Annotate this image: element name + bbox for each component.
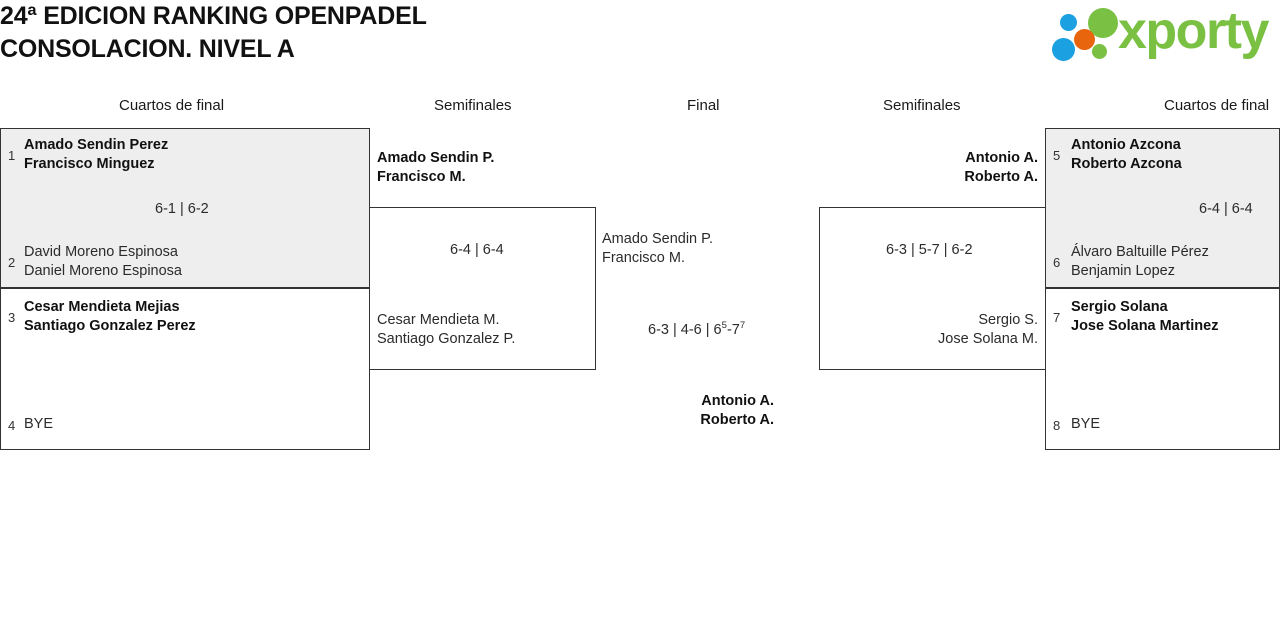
sf-right-bottom-team[interactable]: Sergio S. Jose Solana M.: [838, 311, 1038, 349]
qf1-bottom-player1: David Moreno Espinosa: [24, 244, 178, 260]
qf1-top-team[interactable]: 1 Amado Sendin Perez Francisco Minguez: [8, 136, 168, 174]
qf1-top-player1: Amado Sendin Perez: [24, 137, 169, 153]
match-box-sf-left[interactable]: [369, 207, 596, 370]
qf2-top-names: Cesar Mendieta Mejias Santiago Gonzalez …: [24, 298, 196, 336]
qf1-top-seed: 1: [8, 148, 16, 163]
qf4-bottom-seed: 8: [1053, 418, 1061, 433]
logo-wordmark: xporty: [1118, 2, 1269, 60]
final-bottom-team[interactable]: Antonio A. Roberto A.: [634, 392, 774, 430]
final-top-names: Amado Sendin P. Francisco M.: [602, 230, 713, 268]
qf3-top-seed: 5: [1053, 148, 1061, 163]
sf-left-top-team[interactable]: Amado Sendin P. Francisco M.: [377, 149, 494, 187]
qf2-top-player2: Santiago Gonzalez Perez: [24, 318, 196, 334]
match-box-sf-right[interactable]: [819, 207, 1046, 370]
logo-dot-blue-large: [1052, 38, 1075, 61]
sf-left-top-player2: Francisco M.: [377, 169, 466, 185]
qf1-bottom-player2: Daniel Moreno Espinosa: [24, 263, 182, 279]
round-header-quarterfinals-right: Cuartos de final: [1164, 97, 1270, 114]
logo-dot-green-small: [1092, 44, 1107, 59]
sf-right-top-team[interactable]: Antonio A. Roberto A.: [838, 149, 1038, 187]
final-top-team[interactable]: Amado Sendin P. Francisco M.: [602, 230, 713, 268]
sf-left-bottom-player1: Cesar Mendieta M.: [377, 312, 500, 328]
sf-right-top-player1: Antonio A.: [965, 150, 1038, 166]
qf3-top-team[interactable]: 5 Antonio Azcona Roberto Azcona: [1053, 136, 1182, 174]
qf2-top-team[interactable]: 3 Cesar Mendieta Mejias Santiago Gonzale…: [8, 298, 196, 336]
qf2-bottom-player1: BYE: [24, 416, 54, 432]
qf3-top-player2: Roberto Azcona: [1071, 156, 1182, 172]
qf2-top-seed: 3: [8, 310, 16, 325]
final-bottom-player1: Antonio A.: [701, 393, 774, 409]
qf4-bottom-team[interactable]: 8 BYE: [1053, 415, 1100, 434]
sf-right-top-player2: Roberto A.: [964, 169, 1038, 185]
qf1-top-player2: Francisco Minguez: [24, 156, 155, 172]
qf2-bottom-seed: 4: [8, 418, 16, 433]
qf4-bottom-names: BYE: [1071, 415, 1100, 434]
qf3-top-names: Antonio Azcona Roberto Azcona: [1071, 136, 1182, 174]
round-header-semifinals-left: Semifinales: [434, 97, 512, 114]
match-box-qf1[interactable]: [0, 128, 370, 288]
sf-left-top-player1: Amado Sendin P.: [377, 150, 495, 166]
round-header-semifinals-right: Semifinales: [883, 97, 961, 114]
final-bottom-player2: Roberto A.: [700, 412, 774, 428]
xporty-logo: xporty: [1045, 2, 1277, 64]
qf4-top-team[interactable]: 7 Sergio Solana Jose Solana Martinez: [1053, 298, 1218, 336]
sf-right-top-names: Antonio A. Roberto A.: [838, 149, 1038, 187]
sf-left-top-names: Amado Sendin P. Francisco M.: [377, 149, 494, 187]
qf1-top-names: Amado Sendin Perez Francisco Minguez: [24, 136, 168, 174]
page-title: 24ª EDICION RANKING OPENPADEL CONSOLACIO…: [0, 2, 427, 63]
sf-left-bottom-names: Cesar Mendieta M. Santiago Gonzalez P.: [377, 311, 515, 349]
qf1-bottom-names: David Moreno Espinosa Daniel Moreno Espi…: [24, 243, 182, 281]
qf2-bottom-names: BYE: [24, 415, 53, 434]
sf-left-bottom-player2: Santiago Gonzalez P.: [377, 331, 516, 347]
match-box-qf2[interactable]: [0, 288, 370, 450]
sf-right-score: 6-3 | 5-7 | 6-2: [886, 242, 973, 258]
match-box-qf4[interactable]: [1045, 288, 1280, 450]
qf2-bottom-team[interactable]: 4 BYE: [8, 415, 53, 434]
sf-right-bottom-names: Sergio S. Jose Solana M.: [838, 311, 1038, 349]
final-top-player1: Amado Sendin P.: [602, 231, 713, 247]
sf-right-bottom-player2: Jose Solana M.: [938, 331, 1038, 347]
qf4-top-seed: 7: [1053, 310, 1061, 325]
logo-dots: [1050, 6, 1122, 62]
sf-left-score: 6-4 | 6-4: [450, 242, 504, 258]
qf4-top-player2: Jose Solana Martinez: [1071, 318, 1219, 334]
qf2-top-player1: Cesar Mendieta Mejias: [24, 299, 180, 315]
match-box-qf3[interactable]: [1045, 128, 1280, 288]
final-score: 6-3 | 4-6 | 65-77: [648, 320, 746, 338]
qf3-bottom-player2: Benjamin Lopez: [1071, 263, 1175, 279]
qf1-bottom-team[interactable]: 2 David Moreno Espinosa Daniel Moreno Es…: [8, 243, 182, 281]
round-header-final: Final: [687, 97, 720, 114]
qf4-top-player1: Sergio Solana: [1071, 299, 1168, 315]
qf4-bottom-player1: BYE: [1071, 416, 1101, 432]
round-header-quarterfinals-left: Cuartos de final: [119, 97, 225, 114]
logo-dot-blue-small: [1060, 14, 1077, 31]
logo-dot-orange: [1074, 29, 1095, 50]
qf3-bottom-seed: 6: [1053, 255, 1061, 270]
final-top-player2: Francisco M.: [602, 250, 685, 266]
final-bottom-names: Antonio A. Roberto A.: [634, 392, 774, 430]
qf3-bottom-team[interactable]: 6 Álvaro Baltuille Pérez Benjamin Lopez: [1053, 243, 1209, 281]
qf3-bottom-names: Álvaro Baltuille Pérez Benjamin Lopez: [1071, 243, 1209, 281]
qf3-bottom-player1: Álvaro Baltuille Pérez: [1071, 244, 1209, 260]
qf1-bottom-seed: 2: [8, 255, 16, 270]
sf-right-bottom-player1: Sergio S.: [978, 312, 1038, 328]
qf1-score: 6-1 | 6-2: [155, 201, 209, 217]
qf3-score: 6-4 | 6-4: [1199, 201, 1253, 217]
qf4-top-names: Sergio Solana Jose Solana Martinez: [1071, 298, 1218, 336]
sf-left-bottom-team[interactable]: Cesar Mendieta M. Santiago Gonzalez P.: [377, 311, 515, 349]
qf3-top-player1: Antonio Azcona: [1071, 137, 1181, 153]
